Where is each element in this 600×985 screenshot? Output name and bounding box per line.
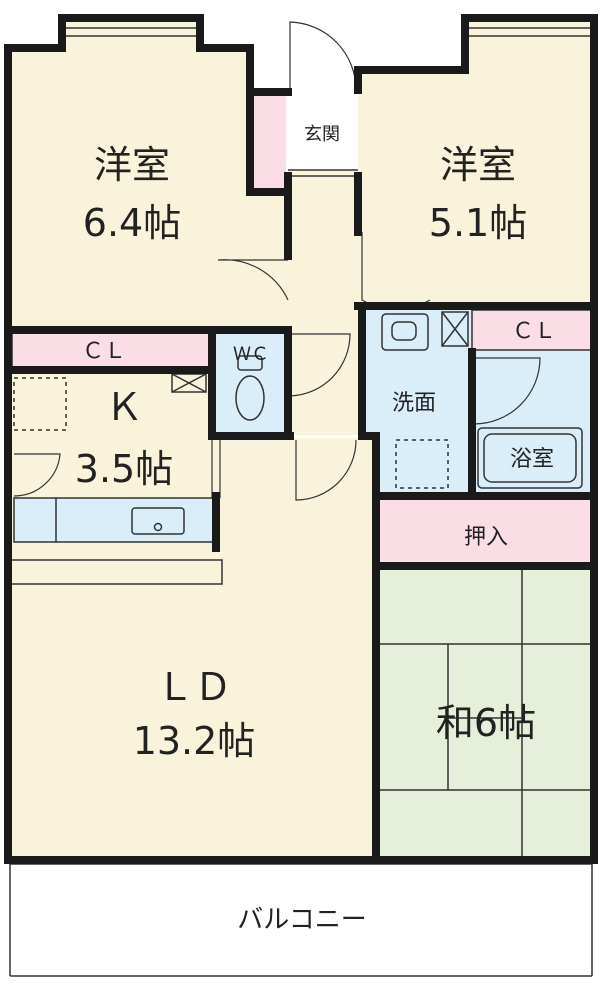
japanese-room-floor — [378, 568, 592, 860]
balcony-label: バルコニー — [237, 905, 366, 935]
washroom-label: 洗面 — [392, 391, 436, 416]
closet-b-floor — [472, 310, 592, 350]
tatami-lines — [378, 568, 592, 860]
wc-label: ＷＣ — [233, 344, 269, 365]
bath-label: 浴室 — [510, 447, 554, 472]
labels: 洋室 6.4帖 洋室 5.1帖 玄関 ＣＬ ＣＬ ＷＣ Ｋ 3.5帖 洗面 浴室… — [75, 124, 556, 935]
kitchen-size: 3.5帖 — [75, 447, 173, 491]
closet-b-label: ＣＬ — [512, 319, 556, 344]
shoe-closet — [252, 92, 286, 190]
western-room-a-name: 洋室 — [94, 143, 170, 187]
western-room-a-floor — [10, 20, 288, 330]
closet-a-label: ＣＬ — [82, 339, 126, 364]
western-room-b-name: 洋室 — [440, 143, 516, 187]
living-dining-name: ＬＤ — [156, 665, 232, 709]
western-room-b-floor — [360, 20, 592, 305]
japanese-room-label: 和6帖 — [436, 701, 536, 745]
kitchen-name: Ｋ — [105, 385, 143, 429]
entrance-floor — [288, 90, 358, 170]
wc-floor — [216, 332, 286, 436]
storage-floor — [378, 500, 592, 564]
walls — [4, 14, 598, 864]
storage-label: 押入 — [464, 525, 508, 550]
western-room-b-size: 5.1帖 — [429, 201, 527, 245]
living-dining-floor — [10, 370, 376, 860]
living-dining-size: 13.2帖 — [133, 719, 256, 763]
western-room-a-size: 6.4帖 — [83, 201, 181, 245]
entrance-label: 玄関 — [304, 124, 340, 145]
closet-a-floor — [12, 330, 210, 368]
